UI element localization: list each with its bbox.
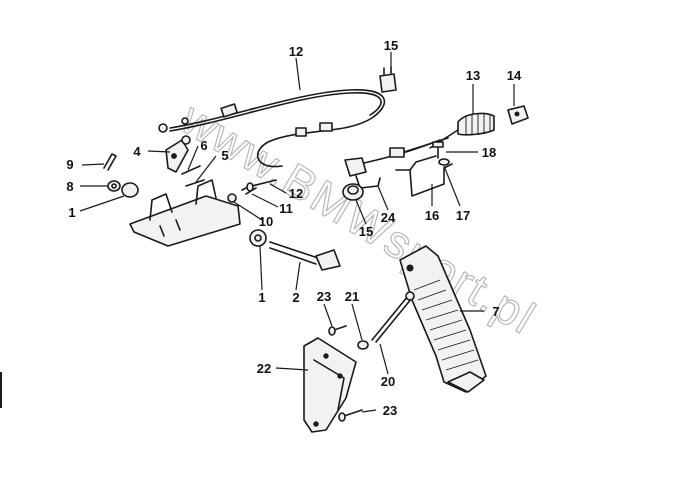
part-11-bolt — [246, 179, 277, 192]
part-20-rod — [371, 291, 415, 343]
part-18-washer — [438, 158, 450, 166]
part-6-pedal — [399, 245, 487, 393]
callout-4: 5 — [221, 148, 228, 163]
part-19-bolt — [432, 141, 444, 159]
callout-18: 17 — [456, 208, 470, 223]
part-9-nut — [227, 193, 237, 203]
part-2-shaft — [269, 241, 341, 271]
leader-lines — [79, 52, 515, 413]
callout-labels: 12 15 13 14 18 16 17 24 4 6 5 9 8 1 12 1… — [66, 38, 522, 418]
callout-9: 10 — [259, 214, 273, 229]
part-23-bolt-lower — [338, 409, 363, 422]
callout-23-lower: 23 — [383, 403, 397, 418]
callout-10: 11 — [279, 201, 293, 216]
part-23-bolt-upper — [328, 325, 347, 336]
callout-11: 12 — [289, 186, 303, 201]
pedal-bracket-base — [121, 179, 241, 247]
part-5-pin — [181, 135, 201, 175]
callout-17: 16 — [425, 208, 439, 223]
callout-23-upper: 23 — [317, 289, 331, 304]
callout-3: 4 — [133, 144, 141, 159]
callout-8: 9 — [66, 157, 73, 172]
callout-22: 22 — [257, 361, 271, 376]
callout-7: 8 — [66, 179, 73, 194]
part-14-clip — [507, 105, 529, 125]
callout-19: 18 — [482, 145, 496, 160]
part-3-lever — [165, 139, 189, 173]
callout-16: 15 — [384, 38, 398, 53]
callout-2: 2 — [292, 290, 299, 305]
part-22-bracket-plate — [303, 337, 357, 433]
part-12-throttle-cable — [158, 89, 386, 168]
callout-15: 15 — [359, 224, 373, 239]
callout-24: 24 — [381, 210, 396, 225]
callout-21: 21 — [345, 289, 359, 304]
callout-12: 12 — [289, 44, 303, 59]
part-17-bracket — [395, 155, 453, 197]
callout-5: 6 — [200, 138, 207, 153]
part-13-boot — [429, 112, 495, 149]
part-8-clip — [103, 153, 117, 171]
part-4-screw — [185, 179, 205, 187]
part-7-washer — [107, 180, 121, 192]
callout-1-lower: 1 — [258, 290, 265, 305]
callout-6: 7 — [492, 304, 499, 319]
callout-14: 14 — [507, 68, 522, 83]
left-edge-mark — [0, 372, 2, 408]
part-1-bushing-lower — [249, 229, 267, 247]
part-16-holder — [379, 66, 397, 93]
part-15-bushing — [342, 183, 364, 201]
callout-13: 13 — [466, 68, 480, 83]
callout-20: 20 — [381, 374, 395, 389]
callout-1-upper: 1 — [68, 205, 75, 220]
part-21-nut — [357, 340, 369, 350]
